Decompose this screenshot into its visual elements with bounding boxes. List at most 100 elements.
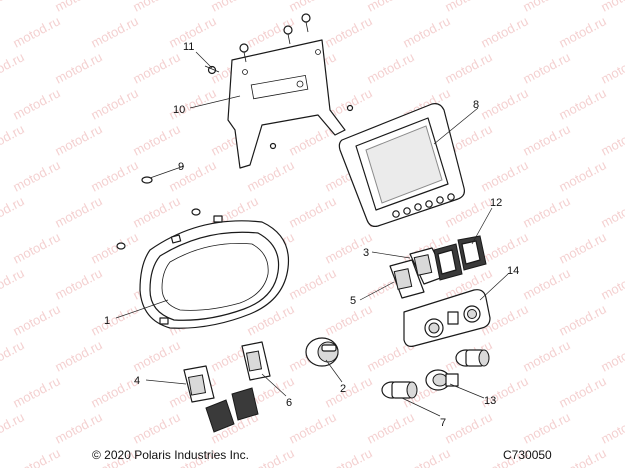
watermark-text: motod.ru xyxy=(364,0,416,15)
watermark-text: motod.ru xyxy=(166,157,218,194)
watermark-text: motod.ru xyxy=(520,0,572,15)
watermark-text: motod.ru xyxy=(10,229,62,266)
watermark-text: motod.ru xyxy=(520,121,572,158)
watermark-text: motod.ru xyxy=(520,337,572,374)
watermark-text: motod.ru xyxy=(0,193,27,230)
watermark-text: motod.ru xyxy=(130,409,182,446)
copyright-notice: © 2020 Polaris Industries Inc. xyxy=(92,448,249,462)
watermark-text: motod.ru xyxy=(10,373,62,410)
switch-blanks-12 xyxy=(433,235,487,281)
watermark-text: motod.ru xyxy=(520,49,572,86)
watermark-text: motod.ru xyxy=(88,85,140,122)
callout-6: 6 xyxy=(286,397,292,409)
watermark-text: motod.ru xyxy=(286,0,338,15)
screw-icon xyxy=(301,13,311,33)
watermark-text: motod.ru xyxy=(556,85,608,122)
watermark-text: motod.ru xyxy=(52,49,104,86)
callout-13: 13 xyxy=(484,395,496,407)
callout-labels: 11 10 9 8 12 3 5 14 1 2 4 6 7 13 xyxy=(104,41,519,429)
mounting-bracket xyxy=(227,39,346,169)
watermark-text: motod.ru xyxy=(478,85,530,122)
power-outlet-13 xyxy=(425,369,459,391)
rocker-switch-5 xyxy=(389,259,425,299)
watermark-text: motod.ru xyxy=(556,301,608,338)
watermark-text: motod.ru xyxy=(52,193,104,230)
watermark-text: motod.ru xyxy=(598,121,625,158)
watermark-text: motod.ru xyxy=(520,193,572,230)
watermark-text: motod.ru xyxy=(286,409,338,446)
watermark-text: motod.ru xyxy=(286,265,338,302)
watermark-text: motod.ru xyxy=(598,409,625,446)
watermark-text: motod.ru xyxy=(244,157,296,194)
instrument-cluster xyxy=(139,215,290,329)
watermark-text: motod.ru xyxy=(556,157,608,194)
small-screws xyxy=(116,176,201,250)
watermark-text: motod.ru xyxy=(88,157,140,194)
watermark-text: motod.ru xyxy=(88,301,140,338)
screw-icon xyxy=(204,65,220,75)
watermark-text: motod.ru xyxy=(556,229,608,266)
watermark-text: motod.ru xyxy=(598,0,625,15)
watermark-text: motod.ru xyxy=(52,337,104,374)
watermark-text: motod.ru xyxy=(88,373,140,410)
watermark-text: motod.ru xyxy=(556,445,608,468)
callout-5: 5 xyxy=(350,295,356,307)
watermark-text: motod.ru xyxy=(556,373,608,410)
callout-3: 3 xyxy=(363,247,369,259)
watermark-text: motod.ru xyxy=(10,445,62,468)
switch-blanks-lower xyxy=(205,387,259,433)
watermark-text: motod.ru xyxy=(10,157,62,194)
watermark-text: motod.ru xyxy=(10,13,62,50)
callout-10: 10 xyxy=(173,104,185,116)
watermark-text: motod.ru xyxy=(130,337,182,374)
callout-9: 9 xyxy=(178,161,184,173)
drawing-number: C730050 xyxy=(503,448,552,462)
watermark-text: motod.ru xyxy=(52,409,104,446)
watermark-text: motod.ru xyxy=(478,229,530,266)
watermark-text: motod.ru xyxy=(322,373,374,410)
watermark-text: motod.ru xyxy=(88,13,140,50)
watermark-text: motod.ru xyxy=(520,409,572,446)
watermark-text: motod.ru xyxy=(130,49,182,86)
callout-4: 4 xyxy=(134,375,140,387)
watermark-text: motod.ru xyxy=(364,49,416,86)
ignition-switch xyxy=(305,337,339,367)
screw-icon xyxy=(283,25,293,45)
screws xyxy=(204,13,354,150)
rocker-switch-4 xyxy=(183,365,215,403)
watermark-text: motod.ru xyxy=(598,337,625,374)
watermark-text: motod.ru xyxy=(400,445,452,468)
callout-1: 1 xyxy=(104,315,110,327)
watermark-text: motod.ru xyxy=(322,13,374,50)
rocker-switch-3 xyxy=(409,247,447,285)
watermark-text: motod.ru xyxy=(478,157,530,194)
watermark-text: motod.ru xyxy=(442,0,494,15)
watermark-text: motod.ru xyxy=(0,265,27,302)
watermark-text: motod.ru xyxy=(208,0,260,15)
watermark-text: motod.ru xyxy=(10,301,62,338)
watermark-text: motod.ru xyxy=(130,0,182,15)
watermark-text: motod.ru xyxy=(0,409,27,446)
watermark-text: motod.ru xyxy=(52,0,104,15)
watermark-text: motod.ru xyxy=(556,13,608,50)
watermark-text: motod.ru xyxy=(598,193,625,230)
watermark-text: motod.ru xyxy=(364,409,416,446)
watermark-text: motod.ru xyxy=(10,85,62,122)
watermark-text: motod.ru xyxy=(0,0,27,15)
callout-14: 14 xyxy=(507,265,519,277)
watermark-text: motod.ru xyxy=(0,337,27,374)
display-screen xyxy=(338,103,465,227)
leader-lines xyxy=(115,51,509,417)
power-outlet-7 xyxy=(381,381,418,399)
watermark-text: motod.ru xyxy=(52,265,104,302)
watermark-text: motod.ru xyxy=(130,193,182,230)
watermark-text: motod.ru xyxy=(442,409,494,446)
callout-11: 11 xyxy=(183,41,194,53)
callout-2: 2 xyxy=(340,383,346,395)
watermark-text: motod.ru xyxy=(598,265,625,302)
rocker-switch-6 xyxy=(241,341,271,381)
callout-12: 12 xyxy=(490,197,502,209)
watermark-text: motod.ru xyxy=(244,445,296,468)
watermark-text: motod.ru xyxy=(442,49,494,86)
